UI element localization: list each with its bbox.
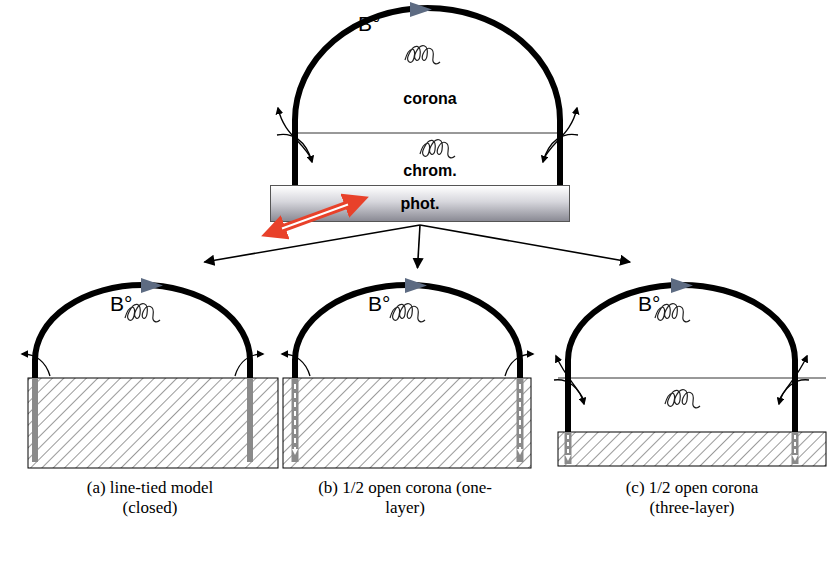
wave-squiggle xyxy=(420,140,455,158)
field-label: B° xyxy=(368,292,390,316)
wave-arrow xyxy=(505,354,533,376)
panel-caption: (c) 1/2 open corona (three-layer) xyxy=(602,478,782,519)
outflow-arrow xyxy=(567,435,569,458)
outflow-arrow xyxy=(519,384,521,452)
panel-b xyxy=(282,278,533,468)
magnetic-loop xyxy=(35,285,250,378)
panel-caption: (b) 1/2 open corona (one-layer) xyxy=(315,478,495,519)
outflow-arrow xyxy=(294,384,296,452)
region-label: chrom. xyxy=(403,162,456,180)
layer-boundary xyxy=(558,378,826,379)
field-direction-arrow xyxy=(410,2,432,17)
wave-arrow xyxy=(277,134,312,162)
wave-arrow xyxy=(282,354,310,376)
open-leg xyxy=(292,378,299,462)
field-label: B° xyxy=(638,292,660,316)
hatched-ground xyxy=(558,432,826,466)
layer-boundary xyxy=(295,133,560,134)
wave-arrow xyxy=(235,354,263,376)
wave-arrow xyxy=(22,354,50,376)
top-figure: B° corona chrom. phot. xyxy=(240,0,590,225)
wave-squiggle xyxy=(390,304,425,322)
region-label: corona xyxy=(403,90,456,108)
band-label: phot. xyxy=(400,195,439,213)
field-label: B° xyxy=(358,12,380,36)
flow-arrow xyxy=(420,225,630,262)
magnetic-loop xyxy=(295,285,520,378)
buried-leg xyxy=(32,378,38,462)
panel-c xyxy=(554,278,826,466)
flow-arrow xyxy=(418,225,421,268)
field-label: B° xyxy=(110,292,132,316)
panel-caption: (a) line-tied model (closed) xyxy=(60,478,240,519)
wave-squiggle xyxy=(665,390,700,408)
hatched-ground xyxy=(283,378,531,468)
field-direction-arrow xyxy=(141,278,163,293)
panel-c: B° (c) 1/2 open corona (three-layer) xyxy=(555,262,827,532)
top-figure xyxy=(277,2,578,185)
flow-arrow xyxy=(204,225,420,262)
open-leg xyxy=(792,432,799,464)
wave-arrow xyxy=(779,380,809,404)
magnetic-loop xyxy=(295,8,560,185)
panel-a xyxy=(22,278,278,468)
open-leg xyxy=(517,378,524,462)
photosphere-band: phot. xyxy=(270,185,570,222)
wave-squiggle xyxy=(405,46,440,64)
magnetic-loop xyxy=(568,285,795,432)
open-leg xyxy=(565,432,572,464)
panel-b: B° (b) 1/2 open corona (one-layer) xyxy=(280,268,530,532)
outflow-arrow xyxy=(794,435,796,458)
field-direction-arrow xyxy=(405,278,427,293)
hatched-ground xyxy=(28,378,278,468)
buried-leg xyxy=(247,378,253,462)
panel-a: B° (a) line-tied model (closed) xyxy=(25,262,285,532)
wave-arrow xyxy=(554,380,584,404)
wave-arrow xyxy=(543,134,578,162)
field-direction-arrow xyxy=(671,278,693,293)
